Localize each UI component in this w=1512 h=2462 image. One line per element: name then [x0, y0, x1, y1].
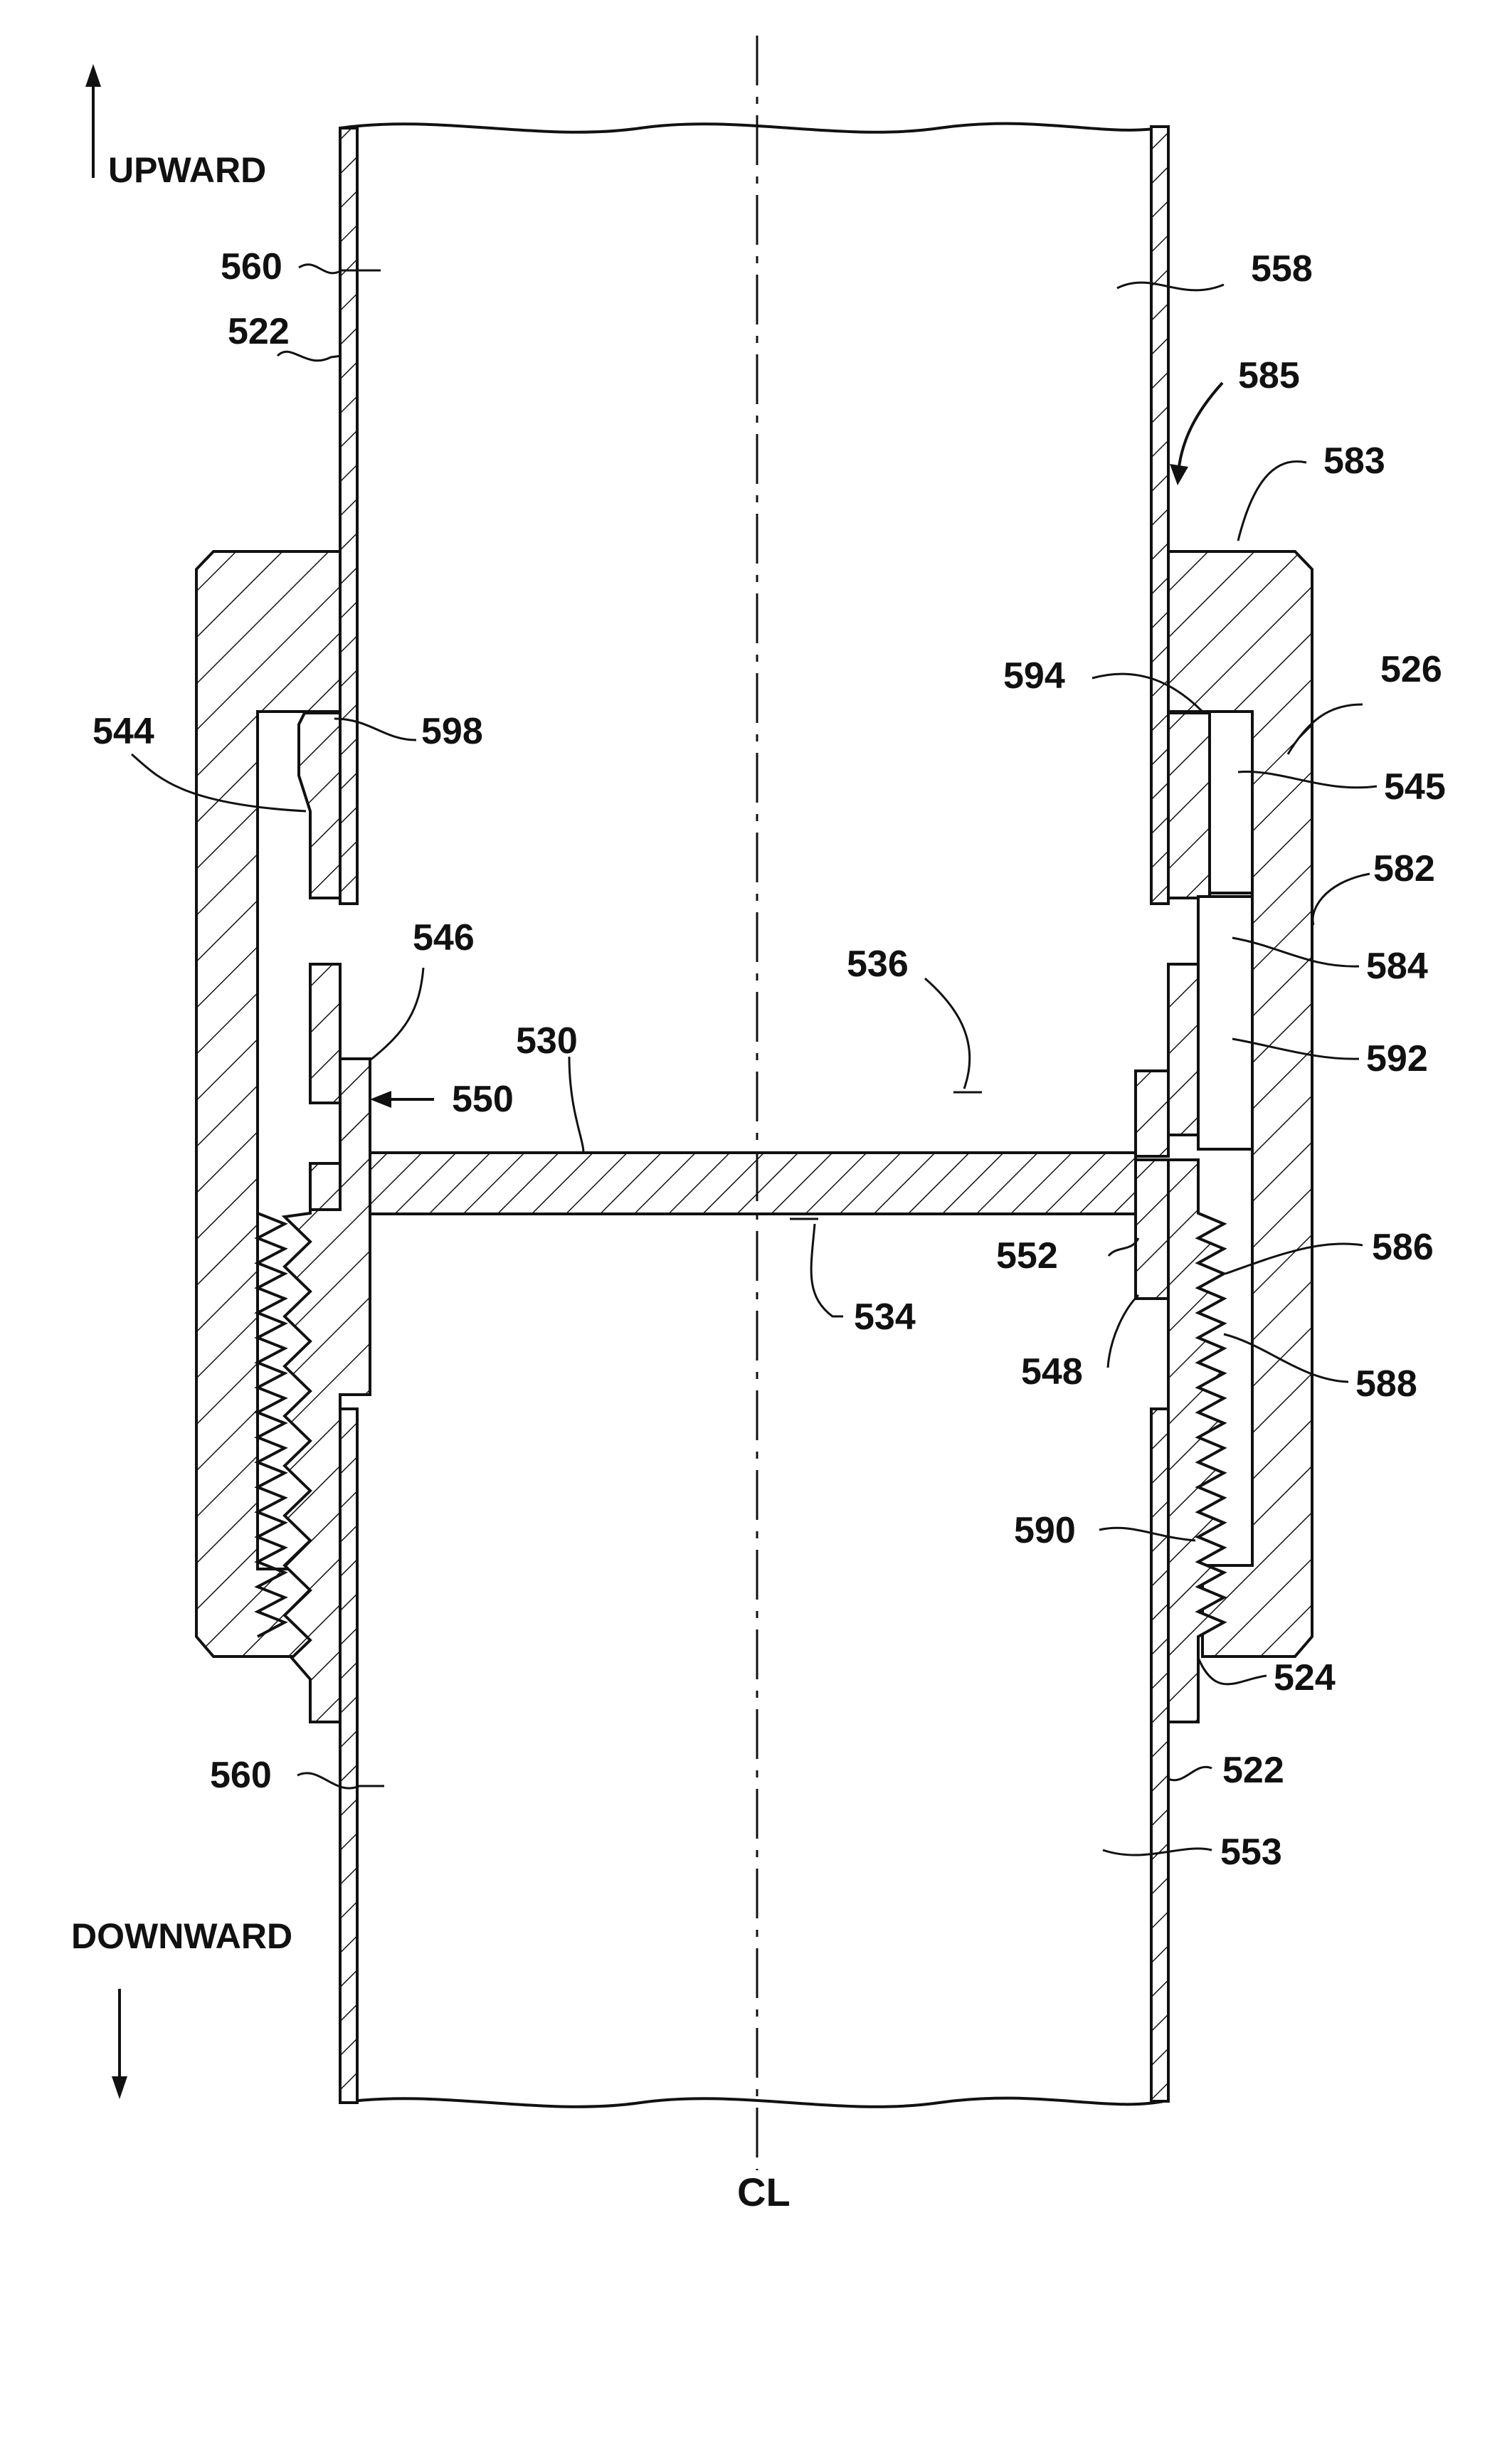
right-step-552 — [1136, 1160, 1168, 1299]
upward-label: UPWARD — [108, 150, 266, 190]
left-lock-ring — [299, 713, 340, 898]
label-530: 530 — [516, 1020, 578, 1062]
label-548: 548 — [1021, 1351, 1083, 1393]
bottom-break-line — [340, 2098, 1167, 2107]
label-583: 583 — [1323, 440, 1385, 482]
label-550: 550 — [452, 1079, 514, 1120]
label-546: 546 — [413, 917, 475, 958]
label-544: 544 — [92, 711, 154, 752]
label-522-top: 522 — [228, 311, 290, 352]
label-534: 534 — [854, 1296, 916, 1338]
label-590: 590 — [1014, 1510, 1076, 1551]
right-upper-void — [1210, 712, 1252, 893]
left-retainer-block — [310, 964, 340, 1103]
label-588: 588 — [1355, 1363, 1417, 1405]
upper-tube-left-wall — [340, 128, 357, 904]
label-524: 524 — [1274, 1657, 1336, 1698]
label-526: 526 — [1380, 649, 1442, 690]
label-536: 536 — [847, 944, 909, 985]
centerline-label: CL — [737, 2170, 791, 2214]
right-seal-block — [1136, 1071, 1168, 1156]
right-retainer-block — [1168, 964, 1198, 1135]
label-545: 545 — [1384, 766, 1446, 808]
label-558: 558 — [1251, 248, 1313, 290]
label-594: 594 — [1003, 655, 1065, 697]
right-cavity-584 — [1198, 897, 1252, 1149]
burst-disc-530 — [370, 1153, 1136, 1214]
label-584: 584 — [1366, 946, 1428, 987]
downward-arrow — [112, 1989, 127, 2099]
label-522-bottom: 522 — [1222, 1750, 1284, 1791]
arrow-585 — [1170, 383, 1222, 485]
label-585: 585 — [1238, 355, 1300, 396]
lower-tube-right-wall — [1151, 1409, 1168, 2101]
label-553: 553 — [1220, 1832, 1282, 1873]
label-552: 552 — [996, 1235, 1058, 1277]
label-560-bottom: 560 — [210, 1755, 272, 1796]
label-586: 586 — [1372, 1227, 1434, 1268]
arrow-550 — [370, 1091, 434, 1108]
label-560-top: 560 — [221, 246, 282, 287]
label-598: 598 — [421, 711, 483, 752]
upper-tube-right-wall — [1151, 127, 1168, 904]
upward-arrow — [85, 64, 101, 178]
label-592: 592 — [1366, 1038, 1428, 1079]
label-582: 582 — [1373, 848, 1435, 889]
downward-label: DOWNWARD — [71, 1916, 292, 1956]
top-break-line — [340, 124, 1167, 132]
lower-tube-left-wall — [340, 1409, 357, 2103]
